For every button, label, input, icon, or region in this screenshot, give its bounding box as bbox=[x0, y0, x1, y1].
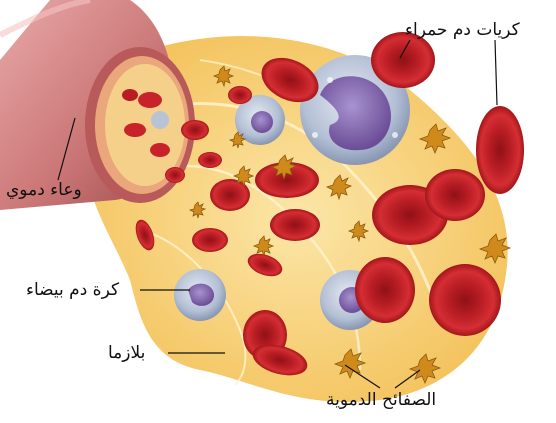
label-blood-vessel: وعاء دموي bbox=[6, 180, 82, 200]
blood-vessel bbox=[0, 0, 195, 210]
label-red-blood-cells: كريات دم حمراء bbox=[405, 20, 520, 40]
label-plasma: بلازما bbox=[108, 343, 145, 363]
label-platelets: الصفائح الدموية bbox=[326, 390, 436, 410]
leader-red-cells-2 bbox=[495, 40, 497, 105]
label-white-blood-cell: كرة دم بيضاء bbox=[26, 280, 119, 300]
